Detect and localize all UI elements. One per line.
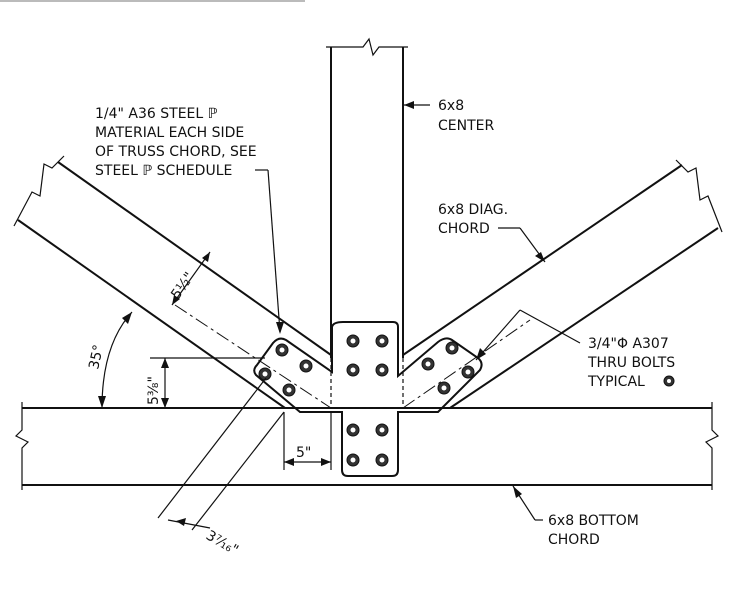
break-mark-right: [704, 402, 720, 490]
bolt: [346, 453, 360, 467]
hidden-lines: [285, 358, 450, 409]
vertical-offset-label: 5⅜": [146, 376, 162, 405]
bolt: [375, 363, 389, 377]
steel-plate-label-line4: STEEL ℙ SCHEDULE: [95, 163, 232, 179]
left-diagonal-chord: [13, 155, 332, 409]
center-post: [326, 37, 408, 358]
diag-depth-dimension: [171, 251, 211, 306]
bolt: [346, 423, 360, 437]
bolt: [299, 359, 313, 373]
bottom-chord-leader: [512, 485, 543, 521]
steel-plate-label-line3: OF TRUSS CHORD, SEE: [95, 144, 257, 160]
steel-plate-leader: [255, 169, 284, 334]
bolt: [375, 334, 389, 348]
bolt: [275, 343, 289, 357]
break-mark-right-diag: [675, 159, 723, 233]
bolt: [421, 357, 435, 371]
center-lines: [174, 304, 531, 409]
horizontal-offset-label: 5": [296, 445, 311, 461]
gusset-plate: [253, 321, 483, 477]
center-label-line1: 6x8: [438, 98, 464, 114]
bolts-label-line1: 3/4"Φ A307: [588, 336, 669, 352]
bolt: [282, 383, 296, 397]
steel-plate-label-line2: MATERIAL EACH SIDE: [95, 125, 244, 141]
bolt: [346, 363, 360, 377]
bolts-leader: [475, 309, 581, 361]
center-leader: [404, 101, 430, 109]
vertical-offset-dimension: [150, 357, 265, 408]
bolts-label-line3: TYPICAL: [587, 374, 645, 390]
bolt: [346, 334, 360, 348]
bolt: [258, 367, 272, 381]
bolts: [258, 334, 475, 467]
center-label-line2: CENTER: [438, 118, 494, 134]
bolt: [375, 423, 389, 437]
horizontal-offset-dimension: [283, 412, 332, 470]
bolt: [445, 341, 459, 355]
angle-label: 35°: [86, 343, 107, 371]
bottom-chord-label-line2: CHORD: [548, 532, 600, 548]
steel-plate-label-line1: 1/4" A36 STEEL ℙ: [95, 106, 218, 122]
bottom-chord: [14, 402, 720, 490]
bolt: [437, 381, 451, 395]
diag-chord-label-line2: CHORD: [438, 221, 490, 237]
bolts-label-line2: THRU BOLTS: [587, 355, 675, 371]
break-mark-left-diag: [13, 155, 65, 227]
diag-chord-leader: [498, 227, 546, 263]
angle-dimension: [98, 311, 133, 409]
edge-distance-dimension: [157, 377, 285, 531]
diag-chord-label-line1: 6x8 DIAG.: [438, 202, 508, 218]
bolt: [375, 453, 389, 467]
edge-distance-label: 3⁷⁄₁₆": [203, 528, 241, 559]
bolt: [461, 365, 475, 379]
break-mark-top: [326, 37, 408, 57]
break-mark-left: [14, 402, 30, 490]
bolt-symbol-icon: [663, 375, 675, 387]
bottom-chord-label-line1: 6x8 BOTTOM: [548, 513, 639, 529]
